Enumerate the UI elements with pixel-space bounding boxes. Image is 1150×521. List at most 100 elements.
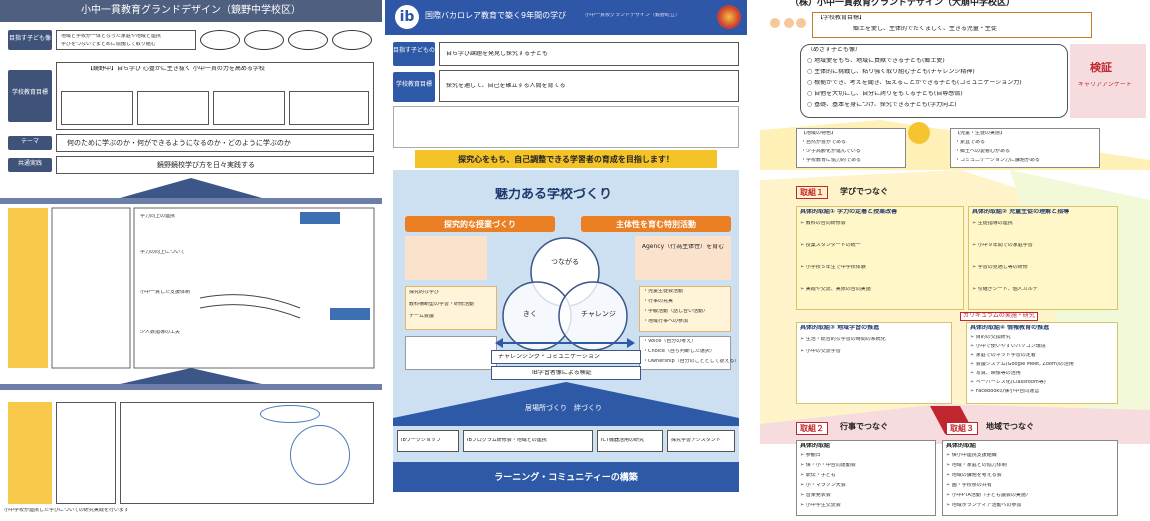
c1-item-3: ➢ 小学校５年生で中学校体験	[800, 265, 866, 270]
globe-icon	[717, 5, 741, 29]
side-note-2: 学力の向上について	[140, 250, 185, 255]
bottom-band: ラーニング・コミュニティーの構築	[393, 462, 739, 492]
bottom-box-asst: 探究学習アシスタント	[667, 430, 735, 452]
c1-item-2: ➢ 授業スタンダードの統一	[800, 243, 861, 248]
kids-illustration-icon	[768, 14, 808, 36]
e3-item-4: ➢ 園・学校祭の共有	[946, 483, 992, 488]
voice-2: ・Choice（自ら判断した選択）	[643, 349, 715, 354]
student-1: ・素直である	[955, 140, 985, 145]
kids-heading: （めざす子ども像）	[807, 47, 862, 53]
center-label-box-2: IB学習者像による検証	[491, 366, 641, 380]
effort2-label: 行事でつなぐ	[840, 422, 888, 431]
left-note	[405, 236, 487, 280]
feature-2: ・少子高齢化が進んでいる	[801, 149, 861, 154]
left-items-box: 探究的な学び 教科横断型の学習・研修活動 チーム会議	[405, 286, 497, 330]
p2-label-goal: 学校教育目標	[393, 72, 435, 102]
panel2-title: 国際バカロレア教育で築く9年間の学び	[425, 11, 567, 20]
word-challenge: チャレンジ	[581, 310, 616, 318]
c2-item-4: ➢ 引継ぎシート、個人カルテ	[972, 287, 1038, 292]
kids-item-3: ○ 根拠ができ、考えを聞き、伝えることができる子ども(コミュニケーション力)	[807, 80, 1022, 86]
right-item-4: ・地域行事への参加	[643, 319, 689, 324]
intro-line-2: 学びをつないでまとめに協働して取り組む	[61, 42, 156, 47]
bottom-box-training-text: IBプログラム研修会・地域との連携	[467, 438, 547, 443]
effort1-tag: 取組１	[796, 186, 828, 200]
edu-goal-label: 【学校教育目標】	[817, 15, 866, 21]
label-theme: テーマ	[8, 136, 52, 150]
bottom-box-training: IBプログラム研修会・地域との連携	[463, 430, 593, 452]
e2-item-3: ➢ 駅伝・子ども	[800, 473, 836, 478]
intro-line-1: 地域と学校が一体となった家庭や地域と連携	[61, 34, 161, 39]
e2-item-5: ➢ 音楽発表会	[800, 493, 831, 498]
c4-item-2: ➢ 小中で使いやすいパソコン環境	[970, 344, 1046, 349]
e3-head: 具体的取組	[946, 443, 977, 449]
c4-item-4: ➢ 会議システム(Google Meet, Zoom)の活用	[970, 362, 1074, 367]
bottom-yellow	[8, 402, 52, 504]
right-head: 主体性を育む特別活動	[581, 216, 731, 232]
panel1-title: 小中一貫教育グランドデザイン（鏡野中学校区）	[0, 0, 382, 22]
right-item-2: ・行事の充実	[643, 299, 674, 304]
e3-item-5: ➢ 小中PTA活動（子ども議会の実施）	[946, 493, 1031, 498]
c4-head: 具体的取組④ 情報教育の推進	[970, 325, 1050, 331]
p2-notes-box	[393, 106, 739, 148]
right-lower-box: ・Voice（自分の考え） ・Choice（自ら判断した選択） ・Ownersh…	[639, 336, 739, 370]
edu-goal-text: 郷土を愛し、主体的でたくましく、生きる児童・生徒	[853, 26, 997, 32]
bottom-box-1	[56, 402, 116, 504]
label-kids: 目指す子ども像	[8, 30, 52, 50]
oval-1	[200, 30, 240, 50]
e2-item-6: ➢ 小中学生交流会	[800, 503, 841, 508]
student-head: 【児童・生徒の実態】	[955, 131, 1006, 136]
verify-box: 検証 キャリアアンケート	[1070, 44, 1146, 118]
p2-label-kids: 目指す子どもの姿	[393, 42, 435, 66]
panel1-footer: 小中学校が連携した学びについての研究実践を行います	[4, 508, 129, 513]
p2-goal-text: 探究を通して、自己を確立する人間を育てる	[446, 83, 566, 89]
panel3-title: （株）小中一貫教育グランドデザイン（大崩中学校区）	[790, 0, 1016, 8]
e2-head: 具体的取組	[800, 443, 831, 449]
side-note-1: 学力向上の連携	[140, 214, 176, 219]
roof-shape	[393, 382, 739, 418]
bottom-box-ws: IBワークショップ	[397, 430, 459, 452]
middle-diagram	[0, 178, 382, 390]
bottom-box-ws-text: IBワークショップ	[401, 438, 441, 443]
practice-text: 鏡野鏡校学び方を日々実践する	[157, 161, 255, 169]
panel2-header: ib 国際バカロレア教育で築く9年間の学び 小中一貫校グランドデザイン（鏡野町立…	[385, 0, 747, 35]
left-item-2: 教科横断型の学習・研修活動	[409, 302, 475, 307]
c4-item-5: ➢ 写真、映像等の活用	[970, 371, 1021, 376]
e3-item-6: ➢ 地域ボランティア活動への参加	[946, 503, 1022, 508]
goal-box: 【鏡野中】自ら学び 心豊かに生き抜く 小中一貫の力を高める学校	[56, 62, 374, 130]
c3-box: 具体的取組③ 地域学習の推進 ➢ 生活・総合的な学習の時間の系統化 ➢ 小中の交…	[796, 322, 952, 404]
c2-head: 具体的取組② 児童生徒の理解と指導	[972, 209, 1070, 215]
p2-kids-box: 自ら学び課題を発見し探究する子ども	[439, 42, 739, 66]
side-note-4: 少人数指導の工夫	[140, 330, 181, 335]
e3-item-2: ➢ 地域・家庭との協力体制	[946, 463, 1007, 468]
student-3: ・コミュニケーション力に課題がある	[955, 158, 1040, 163]
panel2-subtitle: 小中一貫校グランドデザイン（鏡野町立）	[585, 13, 681, 18]
right-items-box: ・児童生徒会活動 ・行事の充実 ・学級活動（話し合い活動） ・地域行事への参加	[639, 286, 731, 332]
verify-text: 検証	[1090, 62, 1112, 74]
bubble-2	[290, 425, 350, 485]
lower-band-text: 居場所づくり 絆づくり	[525, 404, 602, 412]
c4-item-1: ➢ 目的の交換研究	[970, 335, 1011, 340]
c4-box: 具体的取組④ 情報教育の推進 ➢ 目的の交換研究 ➢ 小中で使いやすいパソコン環…	[966, 322, 1118, 404]
venn-diagram	[502, 237, 628, 351]
e2-box: 具体的取組 ➢ 参観日 ➢ 保・小・中合同運動会 ➢ 駅伝・子ども ➢ 小・マラ…	[796, 440, 936, 516]
right-item-3: ・学級活動（話し合い活動）	[643, 309, 709, 314]
c3-item-2: ➢ 小中の交流学習	[800, 349, 841, 354]
panel-ib-design-middle: ib 国際バカロレア教育で築く9年間の学び 小中一貫校グランドデザイン（鏡野町立…	[385, 0, 747, 521]
goal-heading: 【鏡野中】自ら学び 心豊かに生き抜く 小中一貫の力を高める学校	[87, 66, 265, 72]
kids-item-5: ○ 基礎、基本を身につけ、探究できる子ども(学力向上)	[807, 102, 957, 108]
c2-item-2: ➢ 小中９年間での家庭学習	[972, 243, 1033, 248]
effort3-tag: 取組３	[946, 422, 978, 436]
center-label-box: チャレンジング・コミュニケーション	[491, 350, 641, 364]
theme-text: 何のために学ぶのか・何ができるようになるのか・どのように学ぶのか	[67, 139, 291, 147]
bottom-box-ict: ICT機器活用の研究	[597, 430, 663, 452]
feature-box: 【地域の特色】 ・自然が豊かである ・少子高齢化が進んでいる ・学校教育に協力的…	[796, 128, 906, 168]
student-box: 【児童・生徒の実態】 ・素直である ・郷土への愛着心がある ・コミュニケーション…	[950, 128, 1100, 168]
c3-item-1: ➢ 生活・総合的な学習の時間の系統化	[800, 337, 886, 342]
e2-item-1: ➢ 参観日	[800, 453, 821, 458]
edu-goal-box: 【学校教育目標】 郷土を愛し、主体的でたくましく、生きる児童・生徒	[812, 12, 1092, 38]
e3-item-3: ➢ 地域の課題を考える会	[946, 473, 1002, 478]
student-2: ・郷土への愛着心がある	[955, 149, 1011, 154]
goal-sub-1	[61, 91, 133, 125]
c1-head: 具体的取組① 学力の定着と授業改善	[800, 209, 898, 215]
c1-box: 具体的取組① 学力の定着と授業改善 ➢ 教科の合同研修会 ➢ 授業スタンダードの…	[796, 206, 964, 310]
